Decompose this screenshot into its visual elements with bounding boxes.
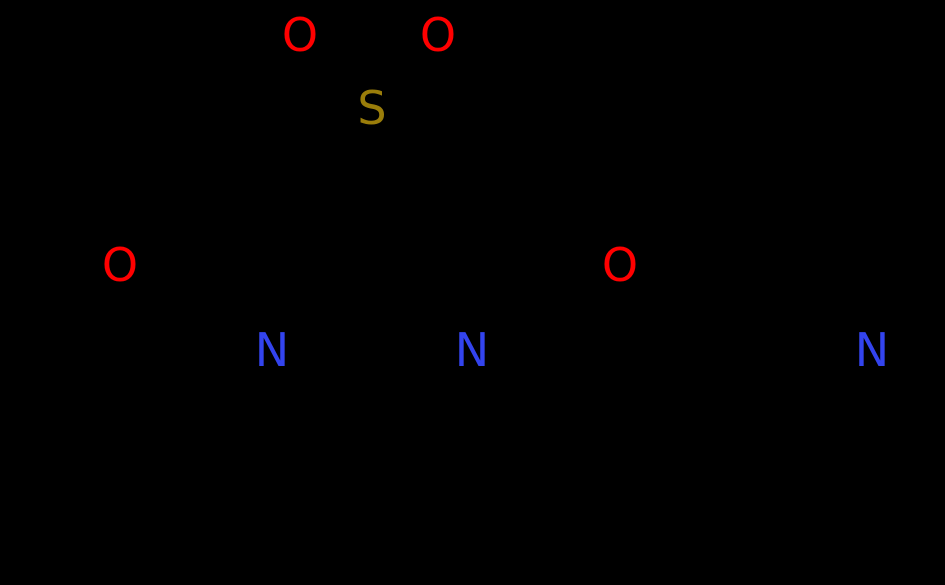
carbonyl-oxygen-right: O <box>602 238 638 292</box>
bond-pyridine-c6-c5 <box>770 463 874 524</box>
bond-s-o-left <box>312 47 360 96</box>
bond-c-o-left <box>144 258 272 272</box>
bond-pyridine-c5-c4 <box>668 459 776 528</box>
bond-c3-c2 <box>370 208 474 267</box>
bond-pyridine-n-substituent <box>891 301 945 340</box>
bond-layer <box>110 47 945 528</box>
bond-substituent-b-c <box>110 428 184 517</box>
bond-amide-c-o <box>568 271 603 300</box>
pyridine-nitrogen: N <box>855 323 889 377</box>
bond-pyridine-c2-n <box>770 292 853 341</box>
bond-amide-pyridine <box>570 292 674 352</box>
bond-substituent-a-b <box>110 348 174 432</box>
bond-c6-c5 <box>270 450 374 512</box>
sulfonyl-sulfur: S <box>357 81 386 135</box>
bond-c3-c-carbonyl-left <box>270 208 374 267</box>
ring-nitrogen-middle: N <box>455 323 489 377</box>
sulfonyl-oxygen-left: O <box>282 8 318 62</box>
bond-pyridine-c3-c2 <box>668 288 776 356</box>
sulfonyl-oxygen-right: O <box>420 8 456 62</box>
bond-pyridine-n-c6 <box>865 374 879 465</box>
bond-c5-c4 <box>370 450 474 512</box>
bond-n-middle-amide <box>491 292 574 341</box>
carbonyl-oxygen-left: O <box>102 238 138 292</box>
bond-s-o-right <box>383 48 427 95</box>
ring-nitrogen-left: N <box>255 323 289 377</box>
